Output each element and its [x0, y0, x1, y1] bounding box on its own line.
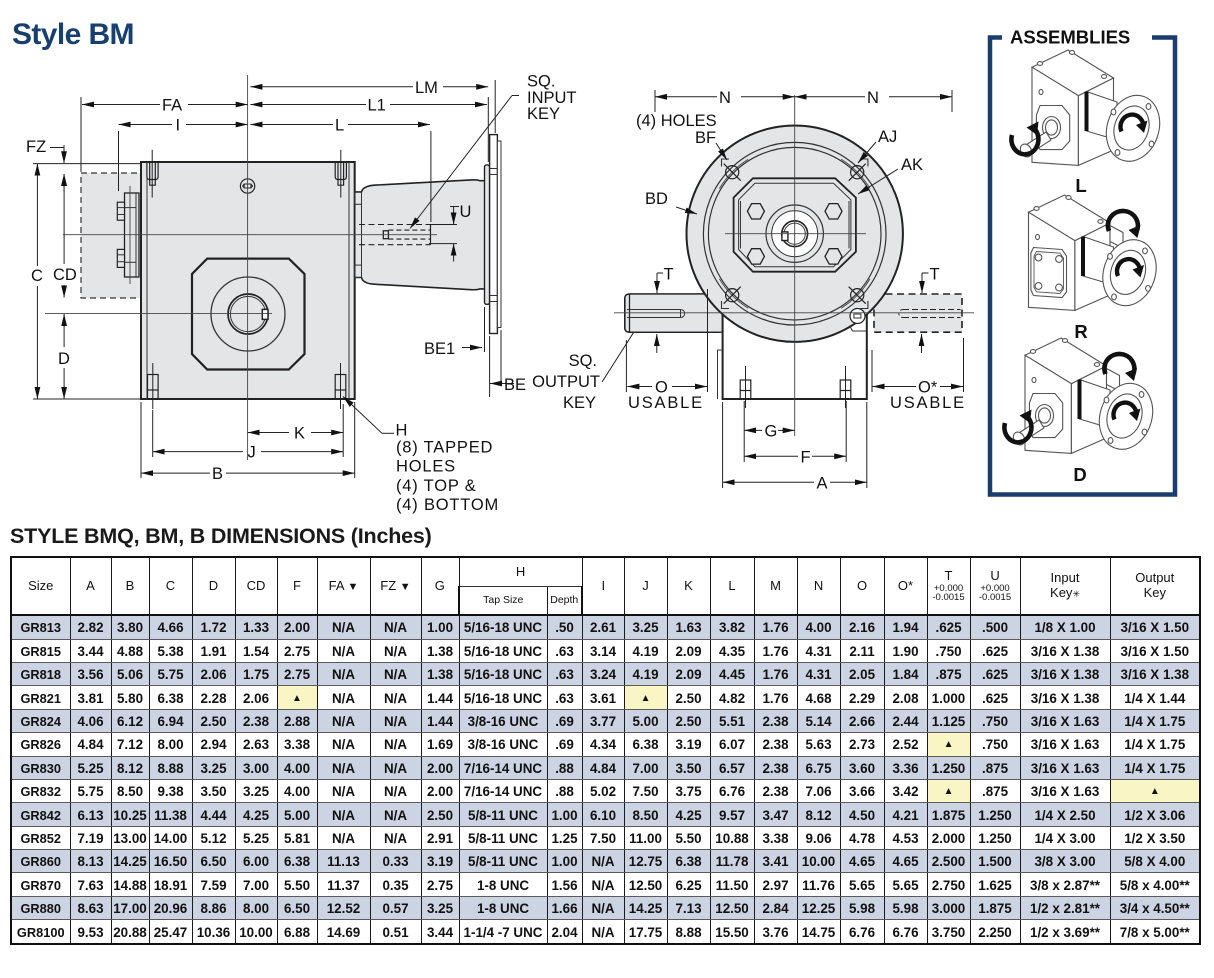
svg-text:OUTPUT: OUTPUT: [532, 373, 600, 391]
svg-text:C: C: [31, 267, 43, 285]
svg-text:D: D: [58, 350, 70, 368]
svg-text:AK: AK: [901, 156, 923, 174]
svg-text:N: N: [719, 89, 731, 107]
svg-text:BE1: BE1: [424, 340, 455, 358]
svg-text:BD: BD: [645, 190, 668, 208]
svg-text:R: R: [1074, 321, 1087, 342]
svg-text:U: U: [460, 203, 472, 221]
svg-text:F: F: [801, 449, 811, 467]
svg-text:FZ: FZ: [26, 138, 46, 156]
svg-text:KEY: KEY: [563, 394, 596, 412]
svg-text:B: B: [212, 465, 223, 483]
svg-text:SQ.: SQ.: [527, 73, 555, 91]
svg-text:L1: L1: [368, 97, 386, 115]
svg-text:ASSEMBLIES: ASSEMBLIES: [1010, 27, 1130, 48]
svg-text:T: T: [930, 266, 940, 284]
svg-text:O: O: [655, 379, 668, 397]
svg-text:D: D: [1073, 464, 1086, 485]
svg-text:SQ.: SQ.: [569, 352, 597, 370]
svg-text:A: A: [817, 475, 828, 493]
svg-text:G: G: [765, 423, 778, 441]
svg-text:N: N: [867, 89, 879, 107]
svg-text:AJ: AJ: [878, 128, 897, 146]
svg-text:T: T: [664, 266, 674, 284]
svg-text:USABLE: USABLE: [890, 394, 966, 412]
svg-text:I: I: [176, 117, 181, 135]
svg-text:L: L: [1075, 175, 1086, 196]
svg-text:LM: LM: [415, 79, 438, 97]
svg-text:H: H: [396, 422, 408, 440]
svg-text:FA: FA: [162, 97, 182, 115]
svg-text:(4) HOLES: (4) HOLES: [636, 112, 717, 130]
svg-text:(4) BOTTOM: (4) BOTTOM: [396, 496, 499, 514]
svg-text:L: L: [335, 117, 344, 135]
svg-text:INPUT: INPUT: [527, 89, 577, 107]
svg-text:USABLE: USABLE: [628, 394, 704, 412]
svg-text:CD: CD: [53, 266, 77, 284]
svg-text:(4) TOP &: (4) TOP &: [396, 477, 477, 495]
svg-text:J: J: [248, 444, 256, 462]
svg-text:BF: BF: [695, 129, 716, 147]
svg-text:O*: O*: [918, 379, 938, 397]
svg-text:K: K: [294, 425, 305, 443]
svg-text:BE: BE: [504, 376, 526, 394]
svg-text:HOLES: HOLES: [396, 458, 456, 476]
svg-text:(8) TAPPED: (8) TAPPED: [396, 439, 493, 457]
svg-text:KEY: KEY: [527, 105, 560, 123]
